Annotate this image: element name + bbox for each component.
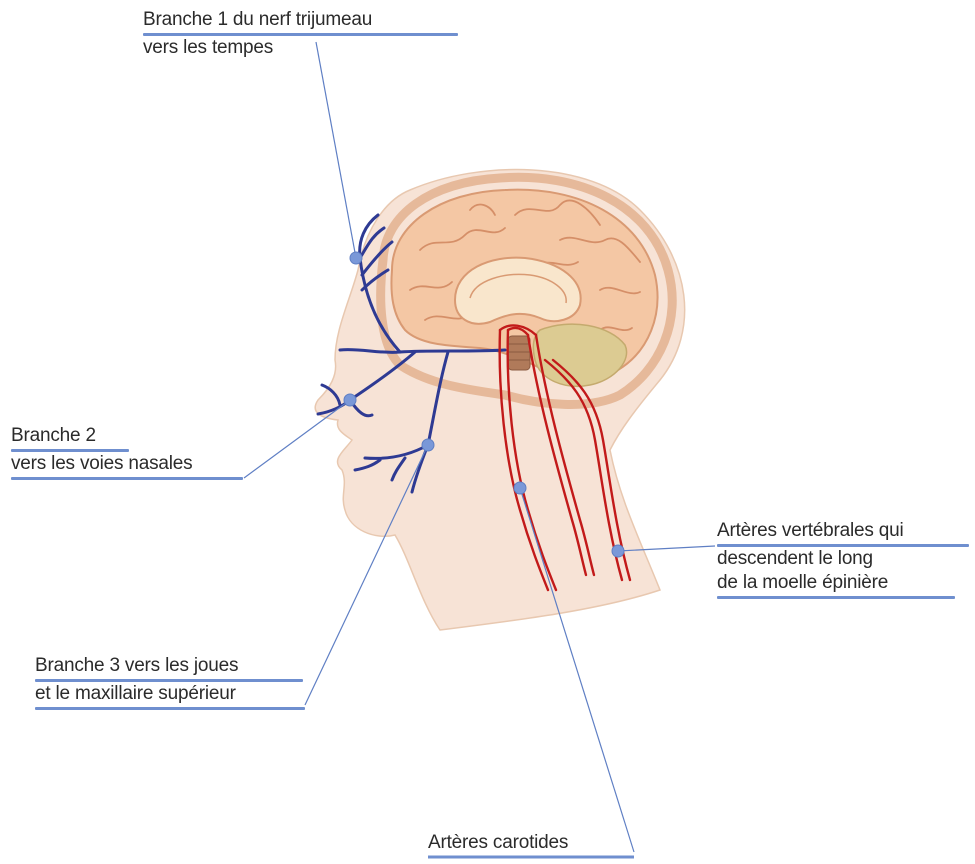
label-branch2-underline2 [11, 477, 243, 480]
label-branch2-line1: Branche 2 [11, 424, 243, 448]
label-branch2: Branche 2 vers les voies nasales [11, 424, 243, 480]
label-branch3-underline2 [35, 707, 305, 710]
label-branch3-line1: Branche 3 vers les joues [35, 654, 305, 678]
label-vertebral-line1: Artères vertébrales qui [717, 519, 969, 543]
label-vertebral-line3: de la moelle épinière [717, 571, 969, 595]
label-branch1: Branche 1 du nerf trijumeau vers les tem… [143, 8, 458, 60]
label-branch1-line1: Branche 1 du nerf trijumeau [143, 8, 458, 32]
marker-branch3 [422, 439, 434, 451]
marker-branch2 [344, 394, 356, 406]
label-vertebral: Artères vertébrales qui descendent le lo… [717, 519, 969, 599]
label-vertebral-underline3 [717, 596, 955, 599]
label-carotid-line1: Artères carotides [428, 831, 568, 855]
label-branch2-line2: vers les voies nasales [11, 452, 243, 476]
marker-vertebral [612, 545, 624, 557]
marker-carotid [514, 482, 526, 494]
label-branch3-line2: et le maxillaire supérieur [35, 682, 305, 706]
marker-branch1 [350, 252, 362, 264]
label-carotid: Artères carotides [428, 831, 568, 855]
label-branch3: Branche 3 vers les joues et le maxillair… [35, 654, 305, 710]
brainstem [508, 336, 530, 370]
label-vertebral-line2: descendent le long [717, 547, 969, 571]
label-branch1-line2: vers les tempes [143, 36, 458, 60]
